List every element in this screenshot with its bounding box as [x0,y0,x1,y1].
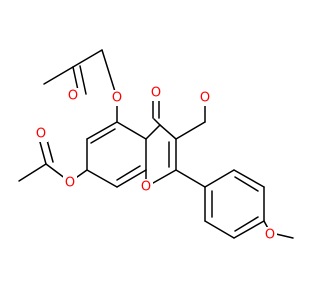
bond [18,163,47,182]
bond [234,216,259,232]
atom-label: O [65,176,75,191]
atom-oxygen: O [34,126,48,142]
atom-label: O [68,89,78,104]
molecule-diagram: O O O O O O O [18,49,294,243]
atom-oxygen: O [110,90,124,106]
bond [233,169,265,188]
bond [175,169,206,188]
bond [175,121,206,140]
bond [275,233,294,239]
atom-oxygen: O [63,175,77,191]
bond [46,139,54,163]
bond [86,169,118,188]
atom-oxygen: O [198,90,212,106]
atom-oxygen: O [263,227,277,243]
structure-canvas: O O O O O O O [18,49,294,243]
bond [39,141,47,165]
bond [116,165,141,181]
bond [153,118,161,126]
atom-label: O [141,180,151,195]
bond [43,66,74,85]
atom-oxygen: O [66,88,80,104]
bond [116,169,147,188]
atom-label: O [36,127,46,142]
atom-label: O [200,91,210,106]
atom-oxygen: O [139,179,153,195]
bond [116,121,147,140]
atom-label: O [112,91,122,106]
bond [204,220,235,239]
bond [204,169,235,188]
atom-label: O [151,86,161,101]
atom-label-layer: O O O O O O O [34,85,277,243]
bond [234,176,259,192]
bond [159,124,177,140]
bond [145,124,161,140]
bond [233,220,265,239]
atom-oxygen: O [149,85,163,101]
bond [72,49,103,68]
bond [90,128,116,144]
atom-label: O [265,228,275,243]
bond [79,65,87,95]
bond [86,121,118,140]
bond-layer [18,49,294,239]
